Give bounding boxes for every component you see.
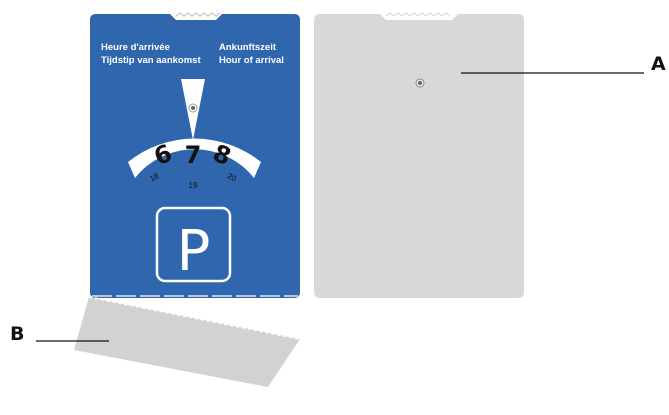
heading-en: Hour of arrival (219, 55, 284, 66)
back-cover-notch-edge (386, 13, 450, 16)
rivet-hole-icon (189, 104, 197, 112)
tear-off-tab (74, 297, 300, 387)
dial-hour-7: 7 (185, 141, 202, 169)
heading-nl: Tijdstip van aankomst (101, 55, 201, 66)
tear-off-tab-body (74, 297, 300, 387)
heading-fr: Heure d'arrivée (101, 42, 170, 53)
dial-hour-19: 19 (189, 181, 198, 190)
disc-notch-edge (176, 13, 220, 16)
back-rivet-hole-icon (416, 79, 424, 87)
parking-sign-letter: P (177, 219, 211, 284)
parking-sign-icon: P (157, 208, 230, 284)
back-cover-body (314, 14, 524, 298)
heading-de: Ankunftszeit (219, 42, 277, 53)
callout-a-label: A (651, 55, 666, 74)
callout-b-label: B (10, 325, 24, 344)
parking-disc-back (314, 13, 524, 298)
parking-disc-front: Heure d'arrivée Tijdstip van aankomst An… (90, 13, 300, 298)
